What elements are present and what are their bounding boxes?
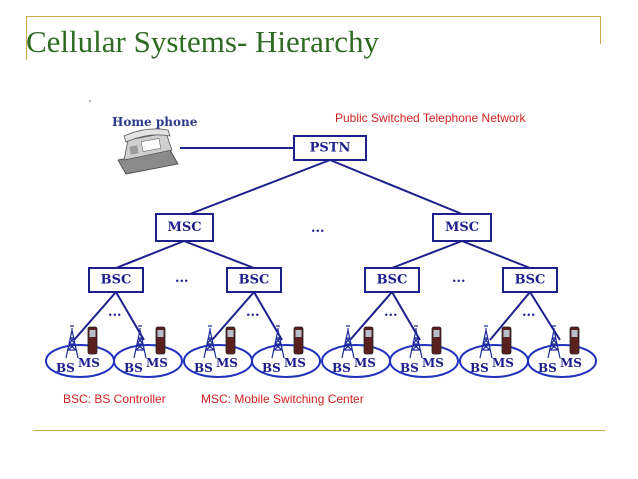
ellipsis-bsc-level-right: ...	[452, 271, 466, 286]
cell-coverage	[389, 344, 459, 378]
ellipsis-cell-level-3: ...	[384, 305, 398, 320]
edge-msc1-bsc1	[115, 240, 185, 269]
ms-label: MS	[78, 356, 100, 370]
ms-label: MS	[492, 356, 514, 370]
bsc-node-4: BSC	[502, 267, 558, 293]
cell-coverage	[527, 344, 597, 378]
legend-msc: MSC: Mobile Switching Center	[201, 392, 364, 406]
ms-label: MS	[284, 356, 306, 370]
bsc-label: BSC	[239, 273, 270, 288]
bsc-node-3: BSC	[364, 267, 420, 293]
msc-node-left: MSC	[155, 213, 214, 242]
bs-label: BS	[332, 361, 351, 375]
bs-label: BS	[56, 361, 75, 375]
ellipsis-cell-level-4: ...	[522, 305, 536, 320]
mobile-phone-icon	[225, 326, 236, 355]
mobile-phone-icon	[363, 326, 374, 355]
mobile-phone-icon	[155, 326, 166, 355]
bs-label: BS	[538, 361, 557, 375]
ellipsis-cell-level-1: ...	[108, 305, 122, 320]
ms-label: MS	[422, 356, 444, 370]
title-left-accent	[26, 16, 27, 60]
bs-label: BS	[194, 361, 213, 375]
msc-node-right: MSC	[432, 213, 492, 242]
base-station-tower-icon	[203, 325, 217, 359]
pstn-label: PSTN	[310, 141, 351, 156]
cell-coverage	[251, 344, 321, 378]
ms-label: MS	[146, 356, 168, 370]
mobile-phone-icon	[293, 326, 304, 355]
ellipsis-msc-level: ...	[311, 221, 325, 236]
msc-label: MSC	[167, 220, 201, 235]
edge-bsc4-cell7	[489, 291, 531, 341]
dot-mark	[89, 100, 91, 102]
title-right-accent	[600, 16, 601, 44]
bs-label: BS	[124, 361, 143, 375]
bsc-label: BSC	[515, 273, 546, 288]
ellipsis-bsc-level-left: ...	[175, 271, 189, 286]
base-station-tower-icon	[409, 325, 423, 359]
edge-msc2-bsc3	[391, 240, 463, 269]
base-station-tower-icon	[479, 325, 493, 359]
ellipsis-cell-level-2: ...	[246, 305, 260, 320]
base-station-tower-icon	[65, 325, 79, 359]
pstn-node: PSTN	[293, 135, 367, 161]
legend-bsc: BSC: BS Controller	[63, 392, 166, 406]
base-station-tower-icon	[133, 325, 147, 359]
top-rule	[26, 16, 601, 17]
mobile-phone-icon	[87, 326, 98, 355]
edge-bsc2-cell3	[211, 291, 255, 341]
edge-pstn-msc-left	[189, 159, 331, 215]
bsc-node-2: BSC	[226, 267, 282, 293]
bsc-label: BSC	[101, 273, 132, 288]
mobile-phone-icon	[501, 326, 512, 355]
edge-bsc1-cell1	[73, 291, 117, 341]
home-phone-label: Home phone	[112, 115, 198, 129]
bs-label: BS	[470, 361, 489, 375]
ms-label: MS	[354, 356, 376, 370]
mobile-phone-icon	[431, 326, 442, 355]
edge-pstn-msc-right	[329, 159, 463, 215]
mobile-phone-icon	[569, 326, 580, 355]
bs-label: BS	[400, 361, 419, 375]
ms-label: MS	[560, 356, 582, 370]
edge-bsc3-cell5	[349, 291, 393, 341]
home-phone-icon	[117, 128, 179, 175]
edge-msc1-bsc2	[183, 240, 255, 269]
ms-label: MS	[216, 356, 238, 370]
cell-coverage	[113, 344, 183, 378]
edge-msc2-bsc4	[461, 240, 531, 269]
bsc-node-1: BSC	[88, 267, 144, 293]
base-station-tower-icon	[271, 325, 285, 359]
pstn-caption: Public Switched Telephone Network	[335, 111, 527, 125]
bs-label: BS	[262, 361, 281, 375]
base-station-tower-icon	[547, 325, 561, 359]
bottom-rule	[33, 430, 605, 431]
slide-title: Cellular Systems- Hierarchy	[26, 24, 379, 59]
bsc-label: BSC	[377, 273, 408, 288]
base-station-tower-icon	[341, 325, 355, 359]
msc-label: MSC	[445, 220, 479, 235]
